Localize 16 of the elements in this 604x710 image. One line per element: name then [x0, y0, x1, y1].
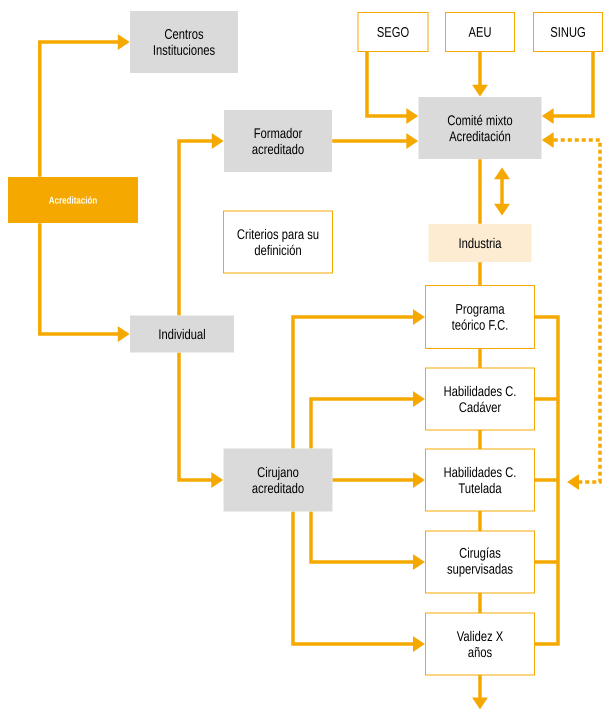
step-box: SEGO [358, 12, 428, 52]
step-box: Criterios para su definición [223, 210, 333, 274]
process-box: Formador acreditado [224, 110, 332, 172]
step-box: Programa teórico F.C. [425, 285, 535, 349]
heading-box: Acreditación [8, 177, 138, 223]
process-box: Individual [130, 316, 234, 352]
process-box: Centros Instituciones [130, 11, 238, 73]
label-box: Industria [428, 224, 532, 262]
step-box: SINUG [533, 12, 603, 52]
process-box: Comité mixto Acreditación [418, 97, 542, 159]
step-box: Cirugías supervisadas [425, 530, 535, 594]
step-box: AEU [445, 12, 515, 52]
step-box: Habilidades C. Cadáver [425, 368, 535, 430]
step-box: Validez X años [425, 612, 535, 676]
process-box: Cirujano acreditado [224, 448, 332, 512]
step-box: Habilidades C. Tutelada [425, 448, 535, 512]
